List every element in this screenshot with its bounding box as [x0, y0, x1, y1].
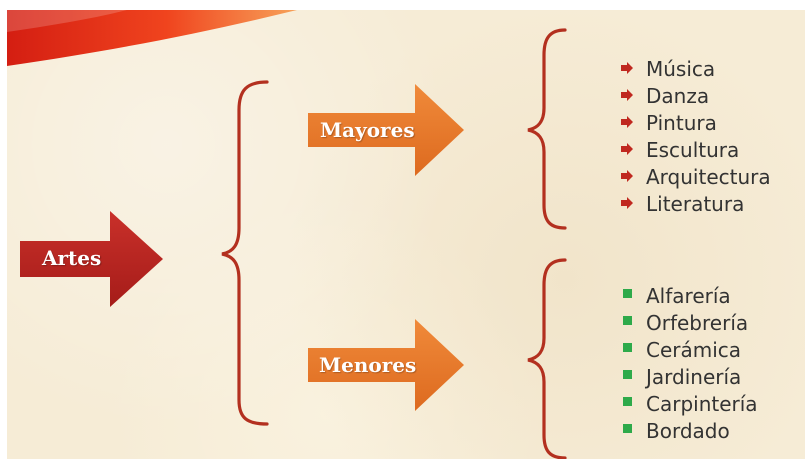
main-brace [221, 80, 269, 426]
mayores-label: Mayores [320, 118, 415, 142]
list-item-label: Danza [646, 84, 710, 108]
mayores-list: Música Danza Pintura Escultura Arquitect… [616, 56, 771, 218]
green-square-bullet-icon [623, 316, 632, 325]
green-square-bullet-icon [623, 370, 632, 379]
list-item: Pintura [616, 110, 771, 137]
red-arrow-bullet-icon [621, 170, 633, 182]
list-item: Bordado [616, 418, 758, 445]
list-item-label: Bordado [646, 419, 730, 443]
list-item-label: Escultura [646, 138, 740, 162]
list-item: Arquitectura [616, 164, 771, 191]
red-arrow-bullet-icon [621, 62, 633, 74]
mayores-arrow [308, 84, 464, 176]
red-arrow-bullet-icon [621, 143, 633, 155]
list-item: Cerámica [616, 337, 758, 364]
list-item-label: Literatura [646, 192, 745, 216]
list-item: Música [616, 56, 771, 83]
menores-arrow [308, 319, 464, 411]
top-swoosh-decoration [7, 10, 297, 66]
list-item-label: Alfarería [646, 284, 731, 308]
diagram-graphics [7, 10, 567, 459]
menores-list: Alfarería Orfebrería Cerámica Jardinería… [616, 283, 758, 445]
list-item: Escultura [616, 137, 771, 164]
green-square-bullet-icon [623, 397, 632, 406]
list-item: Carpintería [616, 391, 758, 418]
green-square-bullet-icon [623, 289, 632, 298]
top-swoosh-highlight [7, 10, 127, 32]
list-item-label: Música [646, 57, 716, 81]
red-arrow-bullet-icon [621, 89, 633, 101]
list-item-label: Cerámica [646, 338, 742, 362]
list-item: Literatura [616, 191, 771, 218]
list-item-label: Arquitectura [646, 165, 771, 189]
list-item: Jardinería [616, 364, 758, 391]
mayores-brace [527, 28, 567, 230]
menores-label: Menores [319, 353, 417, 377]
green-square-bullet-icon [623, 343, 632, 352]
menores-brace [527, 258, 567, 459]
list-item-label: Orfebrería [646, 311, 749, 335]
list-item-label: Pintura [646, 111, 717, 135]
list-item-label: Carpintería [646, 392, 758, 416]
list-item: Danza [616, 83, 771, 110]
root-label: Artes [42, 246, 102, 270]
list-item: Orfebrería [616, 310, 758, 337]
list-item: Alfarería [616, 283, 758, 310]
red-arrow-bullet-icon [621, 197, 633, 209]
diagram-slide: Artes Mayores Menores Música Danza Pintu… [7, 10, 805, 459]
root-arrow [20, 211, 163, 307]
red-arrow-bullet-icon [621, 116, 633, 128]
list-item-label: Jardinería [646, 365, 742, 389]
green-square-bullet-icon [623, 424, 632, 433]
